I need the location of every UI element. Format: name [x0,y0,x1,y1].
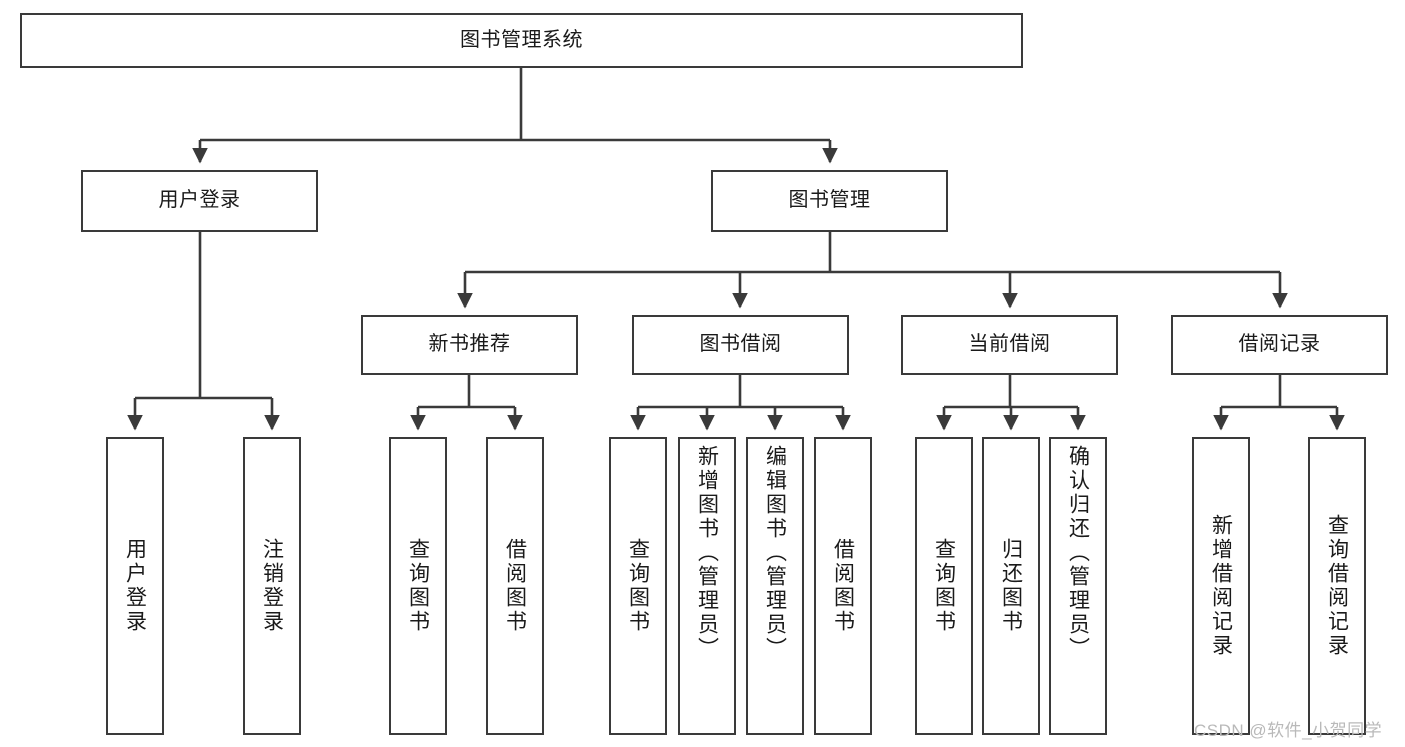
node-current-borrow[interactable]: 当前借阅 [901,315,1118,375]
leaf-borrow-record-query-record[interactable]: 查询借阅记录 [1308,437,1366,735]
leaf-label: 查询图书 [626,538,650,634]
leaf-label: 查询图书 [932,538,956,634]
leaf-label: 归还图书 [999,538,1023,634]
node-current-borrow-label: 当前借阅 [968,333,1051,356]
csdn-watermark: CSDN @软件_小贺同学 [1194,721,1383,740]
leaf-label: 借阅图书 [503,538,527,634]
leaf-book-borrow-add-book-admin[interactable]: 新增图书（管理员） [678,437,736,735]
leaf-book-borrow-query-book[interactable]: 查询图书 [609,437,667,735]
node-root[interactable]: 图书管理系统 [20,13,1023,68]
node-user-login[interactable]: 用户登录 [81,170,318,232]
node-user-login-label: 用户登录 [158,189,241,212]
leaf-label: 新增图书（管理员） [695,445,719,661]
leaf-book-borrow-borrow-book[interactable]: 借阅图书 [814,437,872,735]
leaf-label: 查询图书 [406,538,430,634]
leaf-borrow-record-add-record[interactable]: 新增借阅记录 [1192,437,1250,735]
node-borrow-record-label: 借阅记录 [1238,333,1321,356]
leaf-new-book-borrow-book[interactable]: 借阅图书 [486,437,544,735]
leaf-label: 借阅图书 [831,538,855,634]
leaf-label: 编辑图书（管理员） [763,445,787,661]
leaf-label: 查询借阅记录 [1325,514,1349,658]
node-new-book-recommend[interactable]: 新书推荐 [361,315,578,375]
leaf-book-borrow-edit-book-admin[interactable]: 编辑图书（管理员） [746,437,804,735]
node-book-borrow-label: 图书借阅 [699,333,782,356]
node-book-management-label: 图书管理 [788,189,871,212]
node-book-borrow[interactable]: 图书借阅 [632,315,849,375]
leaf-label: 用户登录 [123,538,147,634]
leaf-label: 新增借阅记录 [1209,514,1233,658]
node-new-book-recommend-label: 新书推荐 [428,333,511,356]
leaf-current-borrow-return-book[interactable]: 归还图书 [982,437,1040,735]
leaf-label: 确认归还（管理员） [1066,445,1090,661]
leaf-user-login-login[interactable]: 用户登录 [106,437,164,735]
leaf-current-borrow-query-book[interactable]: 查询图书 [915,437,973,735]
leaf-current-borrow-confirm-return-admin[interactable]: 确认归还（管理员） [1049,437,1107,735]
node-borrow-record[interactable]: 借阅记录 [1171,315,1388,375]
node-book-management[interactable]: 图书管理 [711,170,948,232]
leaf-label: 注销登录 [260,538,284,634]
leaf-user-login-logout[interactable]: 注销登录 [243,437,301,735]
leaf-new-book-query-book[interactable]: 查询图书 [389,437,447,735]
node-root-label: 图书管理系统 [460,28,583,51]
